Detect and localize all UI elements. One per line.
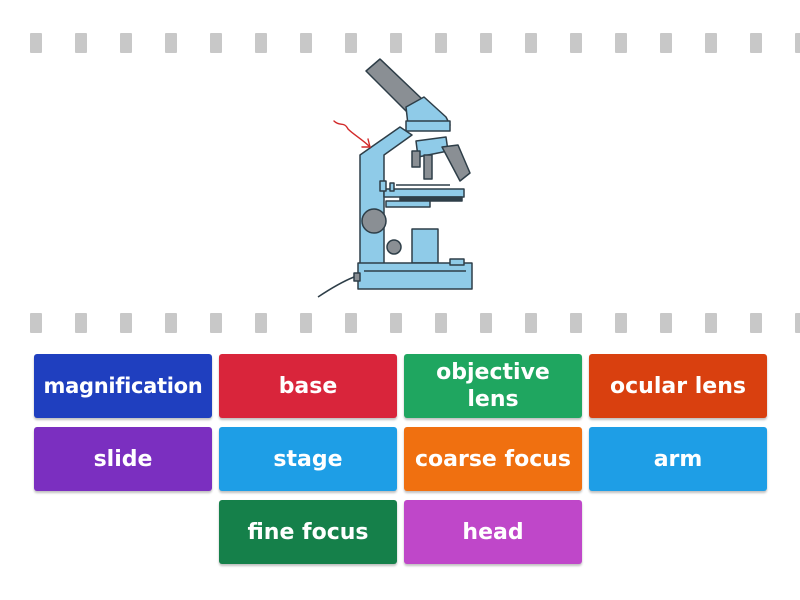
answer-tile-magnification[interactable]: magnification xyxy=(34,354,212,418)
answer-tile-base[interactable]: base xyxy=(219,354,397,418)
separator-dash xyxy=(120,313,132,333)
answer-tile-slide[interactable]: slide xyxy=(34,427,212,491)
separator-dash xyxy=(660,313,672,333)
answer-tile-objective-lens[interactable]: objective lens xyxy=(404,354,582,418)
separator-dash xyxy=(795,313,800,333)
separator-dash xyxy=(210,313,222,333)
microscope-icon xyxy=(317,58,473,298)
separator-dash xyxy=(300,33,312,53)
answer-tile-fine-focus[interactable]: fine focus xyxy=(219,500,397,564)
separator-dash xyxy=(120,33,132,53)
separator-dash xyxy=(345,313,357,333)
separator-dash xyxy=(345,33,357,53)
separator-dash xyxy=(390,313,402,333)
separator-dash xyxy=(210,33,222,53)
answer-tile-ocular-lens[interactable]: ocular lens xyxy=(589,354,767,418)
tile-label: arm xyxy=(653,446,703,472)
separator-dash xyxy=(705,313,717,333)
separator-dash xyxy=(480,33,492,53)
tile-label: magnification xyxy=(43,373,203,398)
separator-dash xyxy=(435,313,447,333)
separator-dash xyxy=(480,313,492,333)
separator-dash xyxy=(615,313,627,333)
separator-dash xyxy=(570,33,582,53)
tile-label: objective lens xyxy=(436,360,550,412)
separator-dash xyxy=(255,313,267,333)
separator-dash xyxy=(30,313,42,333)
tile-label: base xyxy=(278,373,338,399)
separator-dash xyxy=(165,313,177,333)
separator-dash xyxy=(795,33,800,53)
answer-tile-coarse-focus[interactable]: coarse focus xyxy=(404,427,582,491)
separator-dash xyxy=(165,33,177,53)
tile-label: fine focus xyxy=(247,519,369,545)
microscope-picture xyxy=(300,55,500,303)
answer-tile-arm[interactable]: arm xyxy=(589,427,767,491)
separator-dash xyxy=(525,313,537,333)
separator-dash xyxy=(525,33,537,53)
separator-dash xyxy=(705,33,717,53)
answer-tile-head[interactable]: head xyxy=(404,500,582,564)
separator-dash xyxy=(570,313,582,333)
tile-label: coarse focus xyxy=(414,446,571,472)
separator-dash xyxy=(30,33,42,53)
answer-tile-stage[interactable]: stage xyxy=(219,427,397,491)
separator-dash xyxy=(300,313,312,333)
separator-dash xyxy=(75,33,87,53)
drop-zone-bottom-edge xyxy=(0,313,800,333)
separator-dash xyxy=(750,313,762,333)
tile-label: ocular lens xyxy=(610,373,746,399)
separator-dash xyxy=(615,33,627,53)
tile-label: slide xyxy=(93,446,153,472)
separator-dash xyxy=(750,33,762,53)
separator-dash xyxy=(435,33,447,53)
separator-dash xyxy=(660,33,672,53)
separator-dash xyxy=(390,33,402,53)
separator-dash xyxy=(255,33,267,53)
tile-label: head xyxy=(462,519,524,545)
separator-dash xyxy=(75,313,87,333)
tile-label: stage xyxy=(273,446,343,472)
drop-zone-top-edge xyxy=(0,33,800,53)
